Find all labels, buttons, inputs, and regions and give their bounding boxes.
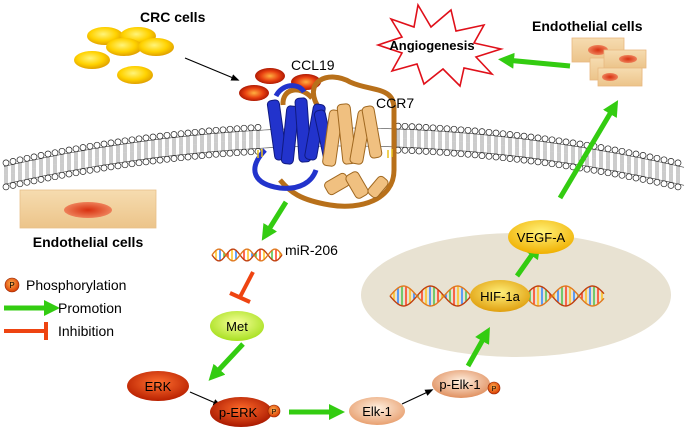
erk-to-perk-arrow — [189, 391, 222, 406]
legend-phospho-badge-text: P — [9, 281, 14, 290]
crc-cells-label: CRC cells — [140, 9, 206, 25]
endothelial-cells-top-label: Endothelial cells — [532, 18, 643, 34]
legend-phospho-badge — [4, 277, 20, 293]
p-elk1-phospho-badge — [487, 381, 501, 395]
ccl19-ligands — [239, 68, 321, 101]
vegfa-label: VEGF-A — [517, 230, 566, 245]
inhibition-arrow — [229, 271, 255, 304]
secretion-arrow — [184, 57, 240, 81]
elk1-to-pelk1-arrow — [401, 389, 434, 405]
met-label: Met — [226, 319, 248, 334]
mir206-label: miR-206 — [285, 242, 338, 258]
legend-phosphorylation: Phosphorylation — [26, 277, 126, 293]
elk1-node — [349, 397, 405, 425]
endothelial-cells-left-label: Endothelial cells — [33, 234, 144, 250]
erk-node — [127, 371, 189, 401]
vegfa-node — [508, 220, 574, 254]
p-erk-badge-text: P — [272, 409, 277, 416]
hif1a-label: HIF-1a — [480, 289, 521, 304]
p-elk1-node — [432, 370, 490, 398]
met-node — [210, 311, 264, 341]
angiogenesis-burst — [375, 2, 505, 88]
crc-cells — [74, 27, 174, 84]
ccl19-label: CCL19 — [291, 57, 335, 73]
endothelial-cell-left — [19, 189, 157, 229]
angiogenesis-label: Angiogenesis — [389, 38, 474, 53]
mir206-helix — [211, 248, 283, 262]
ccr7-receptor — [252, 74, 397, 209]
p-erk-phospho-badge — [267, 404, 281, 418]
elk1-label: Elk-1 — [362, 404, 392, 419]
endothelial-cells-cluster — [571, 37, 647, 87]
legend-inhibition: Inhibition — [58, 323, 114, 339]
ccr7-label: CCR7 — [376, 95, 414, 111]
erk-label: ERK — [145, 379, 172, 394]
legend-inhibition-symbol — [4, 322, 48, 340]
p-elk1-badge-text: P — [492, 386, 497, 393]
legend: P Phosphorylation Promotion Inhibition — [4, 277, 126, 340]
hif1a-node — [470, 280, 530, 312]
promotion-arrows — [208, 52, 619, 421]
legend-promotion: Promotion — [58, 300, 122, 316]
p-erk-node — [210, 397, 272, 427]
cell-membrane — [2, 122, 685, 191]
p-erk-label: p-ERK — [219, 405, 258, 420]
p-elk1-label: p-Elk-1 — [439, 377, 480, 392]
